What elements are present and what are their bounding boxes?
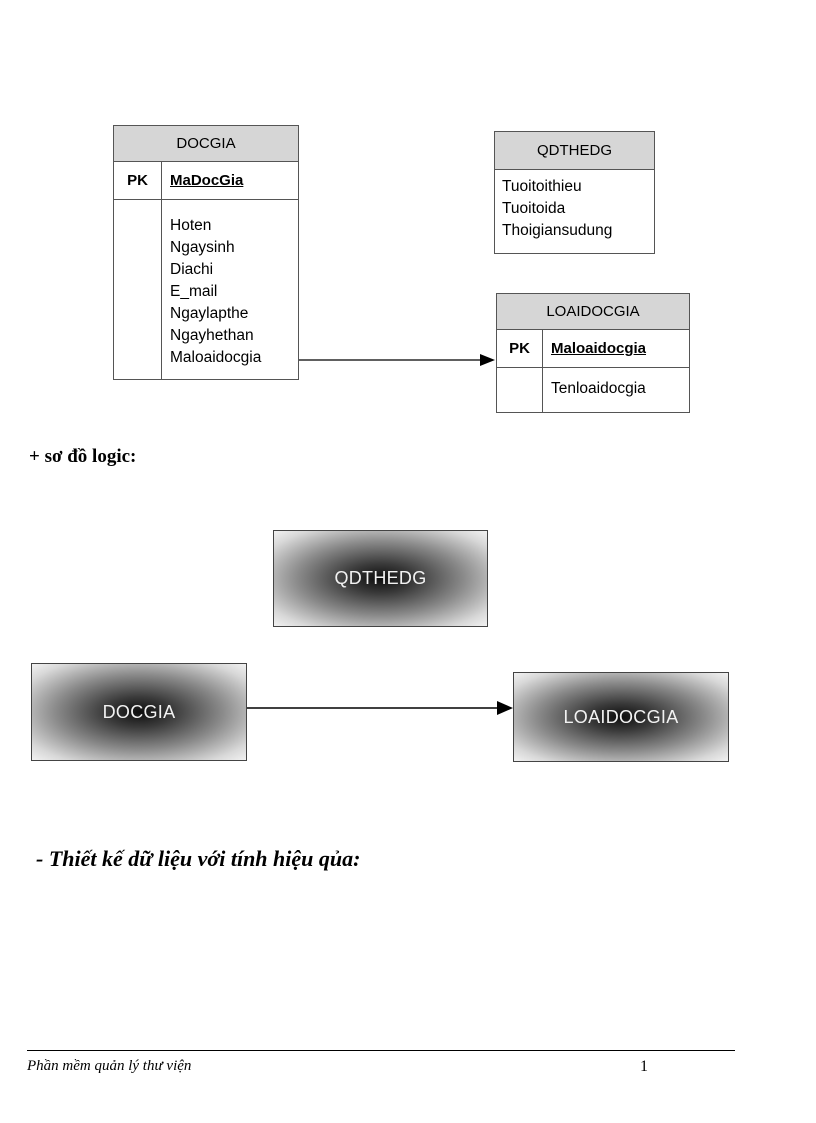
entity-loaidocgia-gutter [497, 368, 543, 412]
entity-docgia-title: DOCGIA [114, 126, 298, 162]
attribute: Thoigiansudung [502, 222, 613, 239]
entity-qdthedg: QDTHEDG Tuoitoithieu Tuoitoida Thoigians… [494, 131, 655, 254]
entity-docgia-key: MaDocGia [170, 172, 244, 189]
attribute: Maloaidocgia [170, 349, 262, 366]
entity-qdthedg-attributes: Tuoitoithieu Tuoitoida Thoigiansudung [495, 170, 654, 242]
er-relationship-arrow [299, 354, 495, 366]
entity-loaidocgia-title: LOAIDOCGIA [497, 294, 689, 330]
attribute: Ngaysinh [170, 239, 235, 256]
logic-box-qdthedg: QDTHEDG [273, 530, 488, 627]
entity-docgia-pk-row: PK MaDocGia [114, 162, 298, 200]
logic-box-loaidocgia-label: LOAIDOCGIA [563, 706, 679, 727]
logic-relationship-arrow [247, 701, 513, 715]
entity-loaidocgia-body: Tenloaidocgia [497, 368, 689, 412]
entity-qdthedg-title: QDTHEDG [495, 132, 654, 170]
logic-box-docgia: DOCGIA [31, 663, 247, 761]
logic-box-qdthedg-label: QDTHEDG [334, 568, 427, 588]
attribute: Ngayhethan [170, 327, 254, 344]
entity-loaidocgia-pk-label: PK [497, 330, 543, 367]
footer-divider [27, 1050, 735, 1051]
attribute: E_mail [170, 283, 218, 300]
attribute: Tuoitoida [502, 200, 566, 217]
attribute: Diachi [170, 261, 214, 278]
entity-loaidocgia-pk-row: PK Maloaidocgia [497, 330, 689, 368]
attribute: Tuoitoithieu [502, 178, 582, 195]
entity-docgia-attributes: Hoten Ngaysinh Diachi E_mail Ngaylapthe … [162, 200, 261, 379]
footer-title: Phần mềm quản lý thư viện [27, 1058, 192, 1074]
entity-loaidocgia: LOAIDOCGIA PK Maloaidocgia Tenloaidocgia [496, 293, 690, 413]
entity-docgia-body: Hoten Ngaysinh Diachi E_mail Ngaylapthe … [114, 200, 298, 379]
attribute: Hoten [170, 217, 212, 234]
attribute: Tenloaidocgia [551, 380, 646, 397]
entity-loaidocgia-key: Maloaidocgia [551, 340, 647, 357]
logic-box-docgia-label: DOCGIA [102, 701, 176, 722]
logic-diagram-heading: + sơ đồ logic: [29, 446, 137, 467]
section-heading: - Thiết kế dữ liệu với tính hiệu qủa: [36, 846, 361, 871]
entity-docgia-gutter [114, 200, 162, 379]
entity-loaidocgia-attributes: Tenloaidocgia [543, 368, 646, 412]
entity-docgia: DOCGIA PK MaDocGia Hoten Ngaysinh Diachi… [113, 125, 299, 380]
attribute: Ngaylapthe [170, 305, 249, 322]
logic-box-loaidocgia: LOAIDOCGIA [513, 672, 729, 762]
footer-page-number: 1 [640, 1058, 648, 1075]
entity-docgia-pk-label: PK [114, 162, 162, 199]
